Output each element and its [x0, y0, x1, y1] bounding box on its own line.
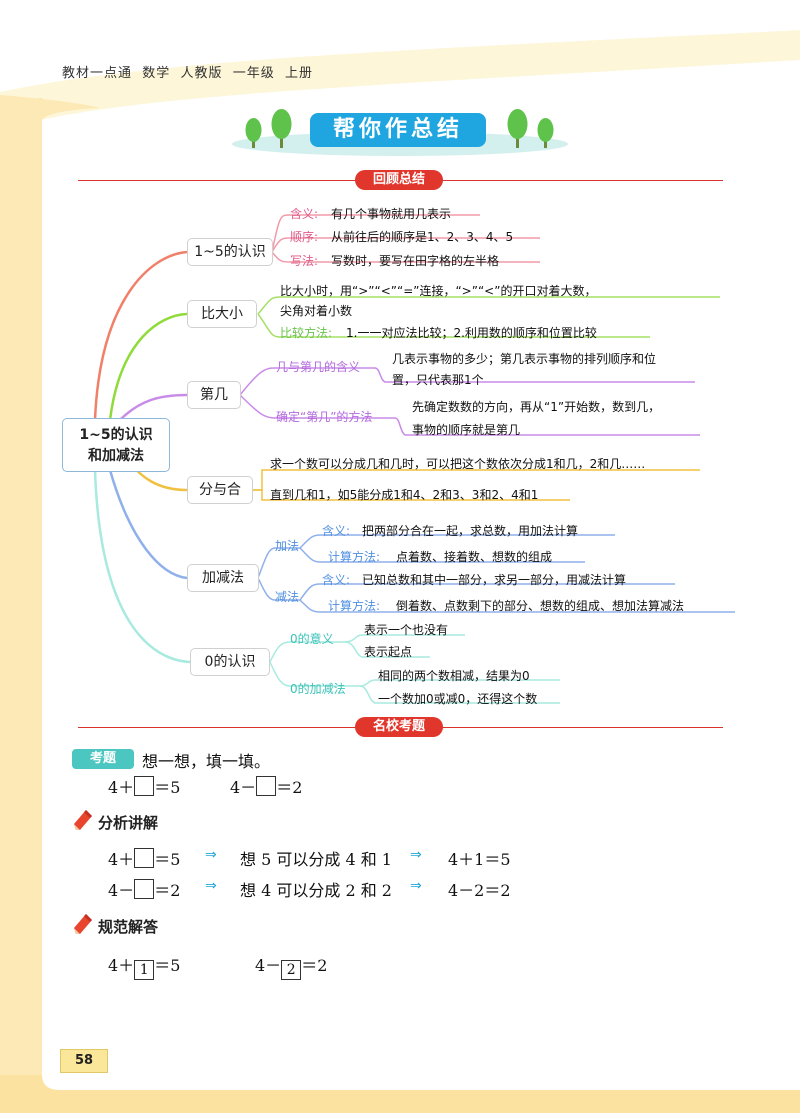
center-line-1: 1~5的认识 [79, 427, 153, 443]
eq1-right: ＝5 [154, 778, 181, 797]
b4-line-2: 直到几和1，如5能分成1和4、2和3、3和2、4和1 [270, 488, 539, 502]
b6-meaning-line-1: 表示一个也没有 [364, 623, 449, 637]
a2-right: ＝2 [301, 956, 328, 975]
b1-writing-value: 写数时，要写在田字格的左半格 [331, 254, 500, 268]
analysis-row-1-result: 4＋1＝5 [448, 850, 511, 869]
b1-order-value: 从前往后的顺序是1、2、3、4、5 [331, 230, 514, 244]
branch-recognize-numbers: 1~5的认识 [187, 238, 273, 266]
b2-method-key: 比较方法: [280, 326, 333, 340]
b5-sub-meaning-key: 含义: [322, 573, 351, 587]
mindmap-connectors [93, 214, 735, 704]
mindmap-center-node: 1~5的认识 和加减法 [62, 418, 170, 472]
section-title-exam: 名校考题 [355, 717, 443, 737]
analysis-row-2-reason: 想 4 可以分成 2 和 2 [240, 881, 392, 900]
b5-sub-method-value: 倒着数、点数剩下的部分、想数的组成、想加法算减法 [396, 599, 685, 613]
center-line-2: 和加减法 [88, 448, 144, 464]
pencil-icon [74, 914, 92, 934]
b6-meaning-line-2: 表示起点 [364, 645, 413, 659]
b6-ops-key: 0的加减法 [290, 682, 346, 696]
r2-blank [134, 879, 155, 899]
branch-ordinal: 第几 [187, 381, 241, 409]
tree-icon [245, 109, 554, 148]
eq1-left: 4＋ [108, 778, 135, 797]
question-tag: 考题 [72, 749, 134, 769]
b2-rule-line-1: 比大小时，用“>”“<”“=”连接，“>”“<”的开口对着大数， [280, 284, 597, 298]
analysis-heading: 分析讲解 [98, 814, 159, 832]
b2-method-value: 1.一一对应法比较；2.利用数的顺序和位置比较 [346, 326, 597, 340]
analysis-row-2: 4－ ＝2 [108, 877, 180, 901]
branch-zero: 0的认识 [190, 648, 270, 676]
analysis-row-2-result: 4－2＝2 [448, 881, 511, 900]
b3-method-key: 确定“第几”的方法 [276, 410, 373, 424]
b5-add-meaning-key: 含义: [322, 524, 351, 538]
b5-sub-key: 减法 [275, 590, 300, 604]
b2-rule-line-2: 尖角对着小数 [280, 304, 353, 318]
branch-split-combine: 分与合 [187, 476, 253, 504]
a2-left: 4－ [255, 956, 282, 975]
b5-add-method-key: 计算方法: [328, 550, 381, 564]
analysis-row-1-reason: 想 5 可以分成 4 和 1 [240, 850, 392, 869]
breadcrumb: 教材一点通 数学 人教版 一年级 上册 [62, 66, 314, 81]
b1-meaning-value: 有几个事物就用几表示 [331, 207, 452, 221]
b3-method-line-1: 先确定数数的方向，再从“1”开始数，数到几， [412, 400, 661, 414]
b1-order-key: 顺序: [290, 230, 319, 244]
b5-add-method-value: 点着数、接着数、想数的组成 [396, 550, 553, 564]
question-prompt: 想一想，填一填。 [142, 752, 271, 771]
answer-equation-2: 4－2＝2 [255, 952, 327, 980]
branch-compare-size: 比大小 [187, 300, 257, 328]
analysis-row-1: 4＋ ＝5 [108, 846, 180, 870]
answer-heading: 规范解答 [98, 918, 159, 936]
a2-answer-box: 2 [281, 960, 302, 980]
r1-left: 4＋ [108, 850, 135, 869]
pencil-icon [74, 810, 92, 830]
a1-right: ＝5 [154, 956, 181, 975]
b6-ops-line-1: 相同的两个数相减，结果为0 [378, 669, 530, 683]
section-title-review: 回顾总结 [355, 170, 443, 190]
eq2-left: 4－ [230, 778, 257, 797]
answer-blank-2[interactable] [256, 776, 277, 796]
b1-meaning-key: 含义: [290, 207, 319, 221]
b5-add-key: 加法 [275, 539, 300, 553]
arrow-icon: ⇒ [205, 847, 217, 863]
question-equation-1: 4＋ ＝5 [108, 774, 180, 798]
b5-sub-meaning-value: 已知总数和其中一部分，求另一部分，用减法计算 [362, 573, 627, 587]
b3-meaning-line-2: 置，只代表那1个 [392, 373, 484, 387]
r1-right: ＝5 [154, 850, 181, 869]
a1-answer-box: 1 [134, 960, 155, 980]
arrow-icon: ⇒ [205, 878, 217, 894]
answer-equation-1: 4＋1＝5 [108, 952, 180, 980]
question-equation-2: 4－ ＝2 [230, 774, 302, 798]
page-number: 58 [60, 1049, 108, 1073]
page-title: 帮你作总结 [310, 113, 486, 147]
b5-add-meaning-value: 把两部分合在一起，求总数，用加法计算 [362, 524, 579, 538]
arrow-icon: ⇒ [410, 878, 422, 894]
b3-meaning-key: 几与第几的含义 [276, 360, 361, 374]
b6-meaning-key: 0的意义 [290, 632, 334, 646]
b3-meaning-line-1: 几表示事物的多少；第几表示事物的排列顺序和位 [392, 352, 657, 366]
answer-blank-1[interactable] [134, 776, 155, 796]
r2-left: 4－ [108, 881, 135, 900]
a1-left: 4＋ [108, 956, 135, 975]
eq2-right: ＝2 [276, 778, 303, 797]
b6-ops-line-2: 一个数加0或减0，还得这个数 [378, 692, 538, 706]
b4-line-1: 求一个数可以分成几和几时，可以把这个数依次分成1和几，2和几…… [270, 457, 646, 471]
b3-method-line-2: 事物的顺序就是第几 [412, 423, 521, 437]
branch-add-subtract: 加减法 [187, 564, 259, 592]
b1-writing-key: 写法: [290, 254, 319, 268]
arrow-icon: ⇒ [410, 847, 422, 863]
r1-blank [134, 848, 155, 868]
r2-right: ＝2 [154, 881, 181, 900]
b5-sub-method-key: 计算方法: [328, 599, 381, 613]
